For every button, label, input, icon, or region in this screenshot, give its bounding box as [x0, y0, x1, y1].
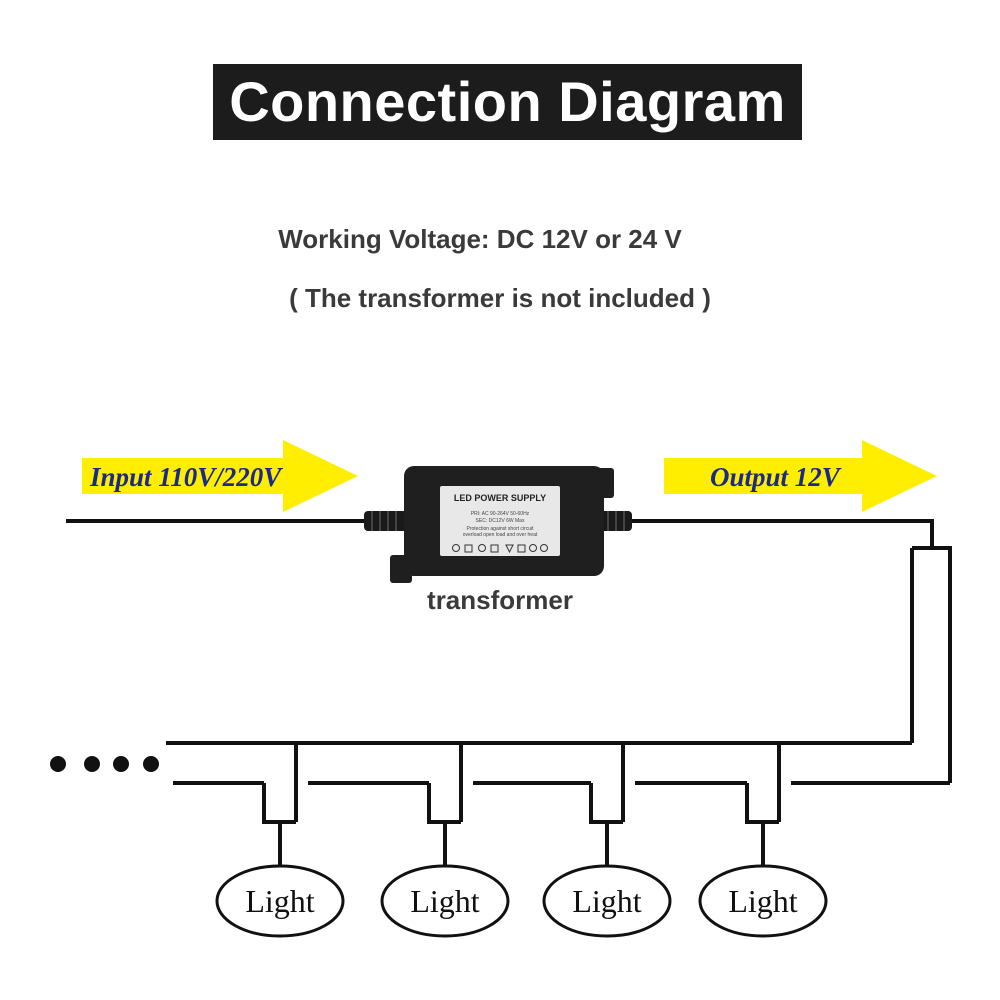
light-label: Light — [410, 883, 479, 919]
light-2: Light — [380, 864, 510, 938]
light-label: Light — [728, 883, 797, 919]
output-label: Output 12V — [710, 462, 842, 492]
light-3: Light — [542, 864, 672, 938]
light-oval — [215, 864, 345, 938]
page-title: Connection Diagram — [213, 64, 802, 140]
light-taps — [252, 743, 791, 866]
working-voltage-text: Working Voltage: DC 12V or 24 V — [278, 224, 682, 254]
device-label-line1: PRI: AC 90-264V 50-60Hz — [471, 511, 530, 517]
input-label: Input 110V/220V — [89, 462, 283, 492]
light-tap-2 — [417, 743, 473, 866]
device-label-header: LED POWER SUPPLY — [454, 493, 546, 503]
light-ovals: Light Light Light Light — [215, 864, 828, 938]
certification-icons — [452, 544, 548, 554]
transformer-caption: transformer — [427, 585, 573, 615]
input-arrow: Input 110V/220V — [82, 440, 358, 512]
transformer-note: ( The transformer is not included ) — [289, 283, 711, 313]
device-label-line4: overload open load and over heat — [463, 532, 538, 538]
continuation-dots — [50, 756, 159, 772]
light-label: Light — [245, 883, 314, 919]
light-oval — [542, 864, 672, 938]
output-wiring — [632, 519, 952, 783]
output-arrow: Output 12V — [664, 440, 937, 512]
light-4: Light — [698, 864, 828, 938]
light-tap-3 — [579, 743, 635, 866]
light-tap-4 — [735, 743, 791, 866]
bus-rails — [166, 741, 950, 785]
light-oval — [380, 864, 510, 938]
light-label: Light — [572, 883, 641, 919]
cable-relief-left — [364, 511, 408, 531]
light-tap-1 — [252, 743, 308, 866]
transformer-device: LED POWER SUPPLY PRI: AC 90-264V 50-60Hz… — [390, 466, 614, 583]
light-1: Light — [215, 864, 345, 938]
light-oval — [698, 864, 828, 938]
device-label-line2: SEC: DC12V 6W Max — [476, 518, 525, 524]
device-label-line3: Protection against short circuit — [467, 526, 535, 532]
